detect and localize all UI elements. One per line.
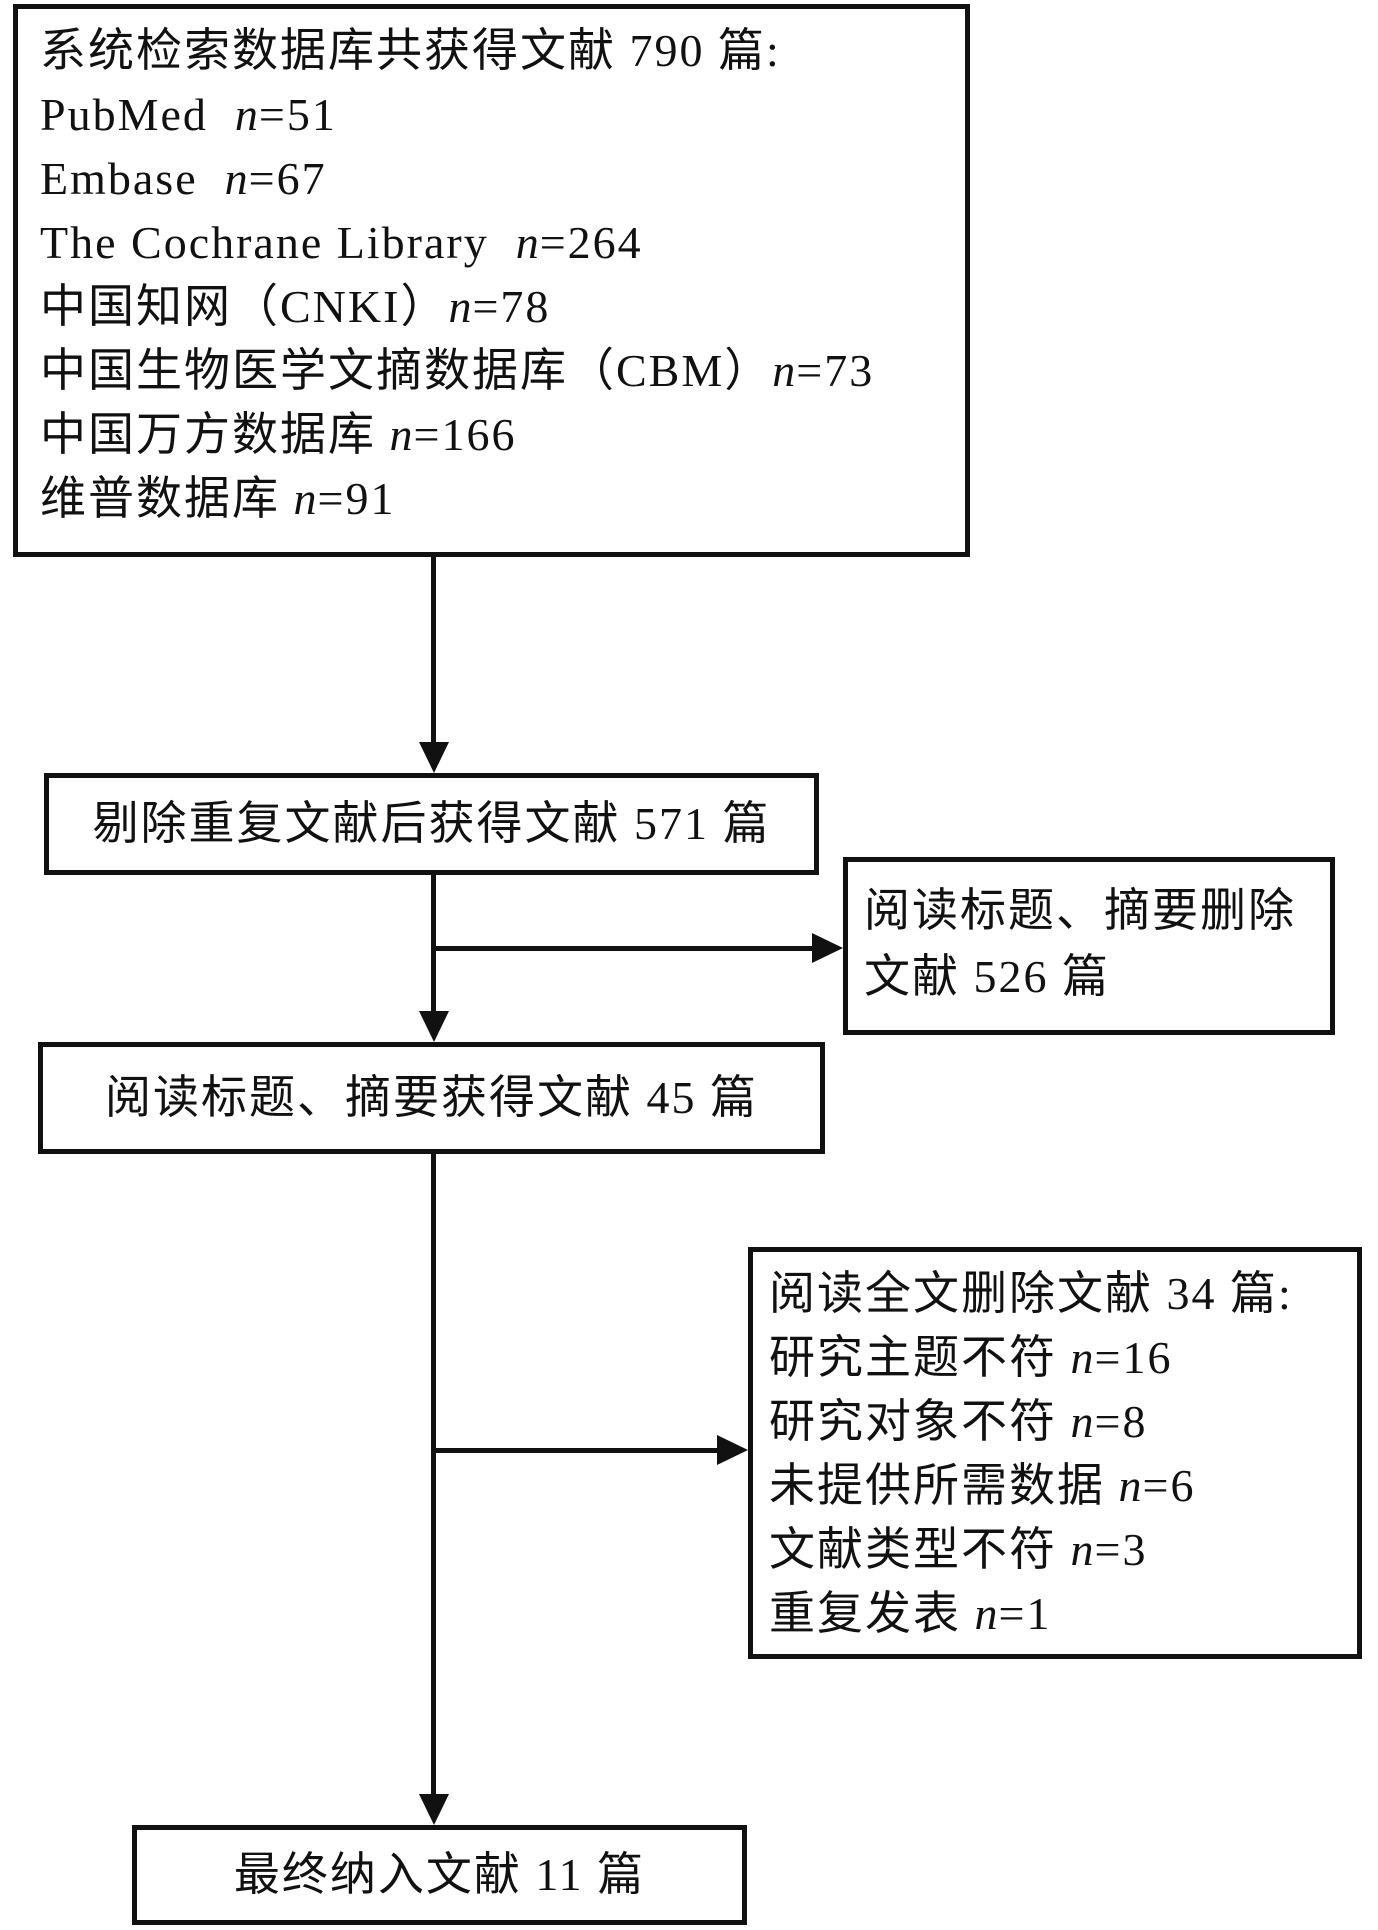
text-line: 系统检索数据库共获得文献 790 篇: [40, 25, 781, 76]
arrowhead-down-final [419, 1794, 449, 1825]
text-line: 剔除重复文献后获得文献 571 篇 [92, 798, 771, 849]
text-line: 重复发表 n=1 [769, 1588, 1052, 1639]
text-line: 未提供所需数据 n=6 [769, 1460, 1196, 1511]
text-line: 最终纳入文献 11 篇 [233, 1849, 646, 1900]
text-line: 文献类型不符 n=3 [769, 1524, 1148, 1575]
text-line: 阅读标题、摘要获得文献 45 篇 [105, 1072, 758, 1123]
connector-branch-title-excluded [433, 946, 812, 951]
box-deduplicated: 剔除重复文献后获得文献 571 篇 [44, 773, 819, 875]
arrowhead-right-title-excluded [812, 933, 843, 963]
text-line: 中国知网（CNKI）n=78 [40, 281, 551, 332]
text-line: The Cochrane Library n=264 [40, 217, 643, 268]
text-line: 研究主题不符 n=16 [769, 1332, 1173, 1383]
arrowhead-right-fulltext-excluded [717, 1435, 748, 1465]
text-line: 阅读全文删除文献 34 篇: [769, 1268, 1293, 1319]
box-title-abstract-included: 阅读标题、摘要获得文献 45 篇 [38, 1042, 825, 1154]
text-line: 阅读标题、摘要删除 [864, 885, 1296, 936]
arrowhead-down-title [419, 1011, 449, 1042]
text-line: 中国万方数据库 n=166 [40, 409, 517, 460]
box-title-abstract-excluded: 阅读标题、摘要删除文献 526 篇 [843, 857, 1335, 1035]
connector-title-to-final [431, 1154, 436, 1798]
text-line: Embase n=67 [40, 153, 327, 204]
box-fulltext-excluded: 阅读全文删除文献 34 篇: 研究主题不符 n=16 研究对象不符 n=8 未提供所需… [748, 1247, 1362, 1659]
text-line: 研究对象不符 n=8 [769, 1396, 1148, 1447]
connector-search-to-dedup [431, 557, 436, 747]
text-line: PubMed n=51 [40, 89, 337, 140]
box-final-included: 最终纳入文献 11 篇 [132, 1825, 747, 1925]
connector-dedup-to-title [431, 875, 436, 1015]
text-line: 文献 526 篇 [864, 951, 1110, 1002]
text-line: 维普数据库 n=91 [40, 473, 396, 524]
arrowhead-down-dedup [419, 742, 449, 773]
connector-branch-fulltext-excluded [433, 1448, 718, 1453]
text-line: 中国生物医学文摘数据库（CBM）n=73 [40, 345, 875, 396]
